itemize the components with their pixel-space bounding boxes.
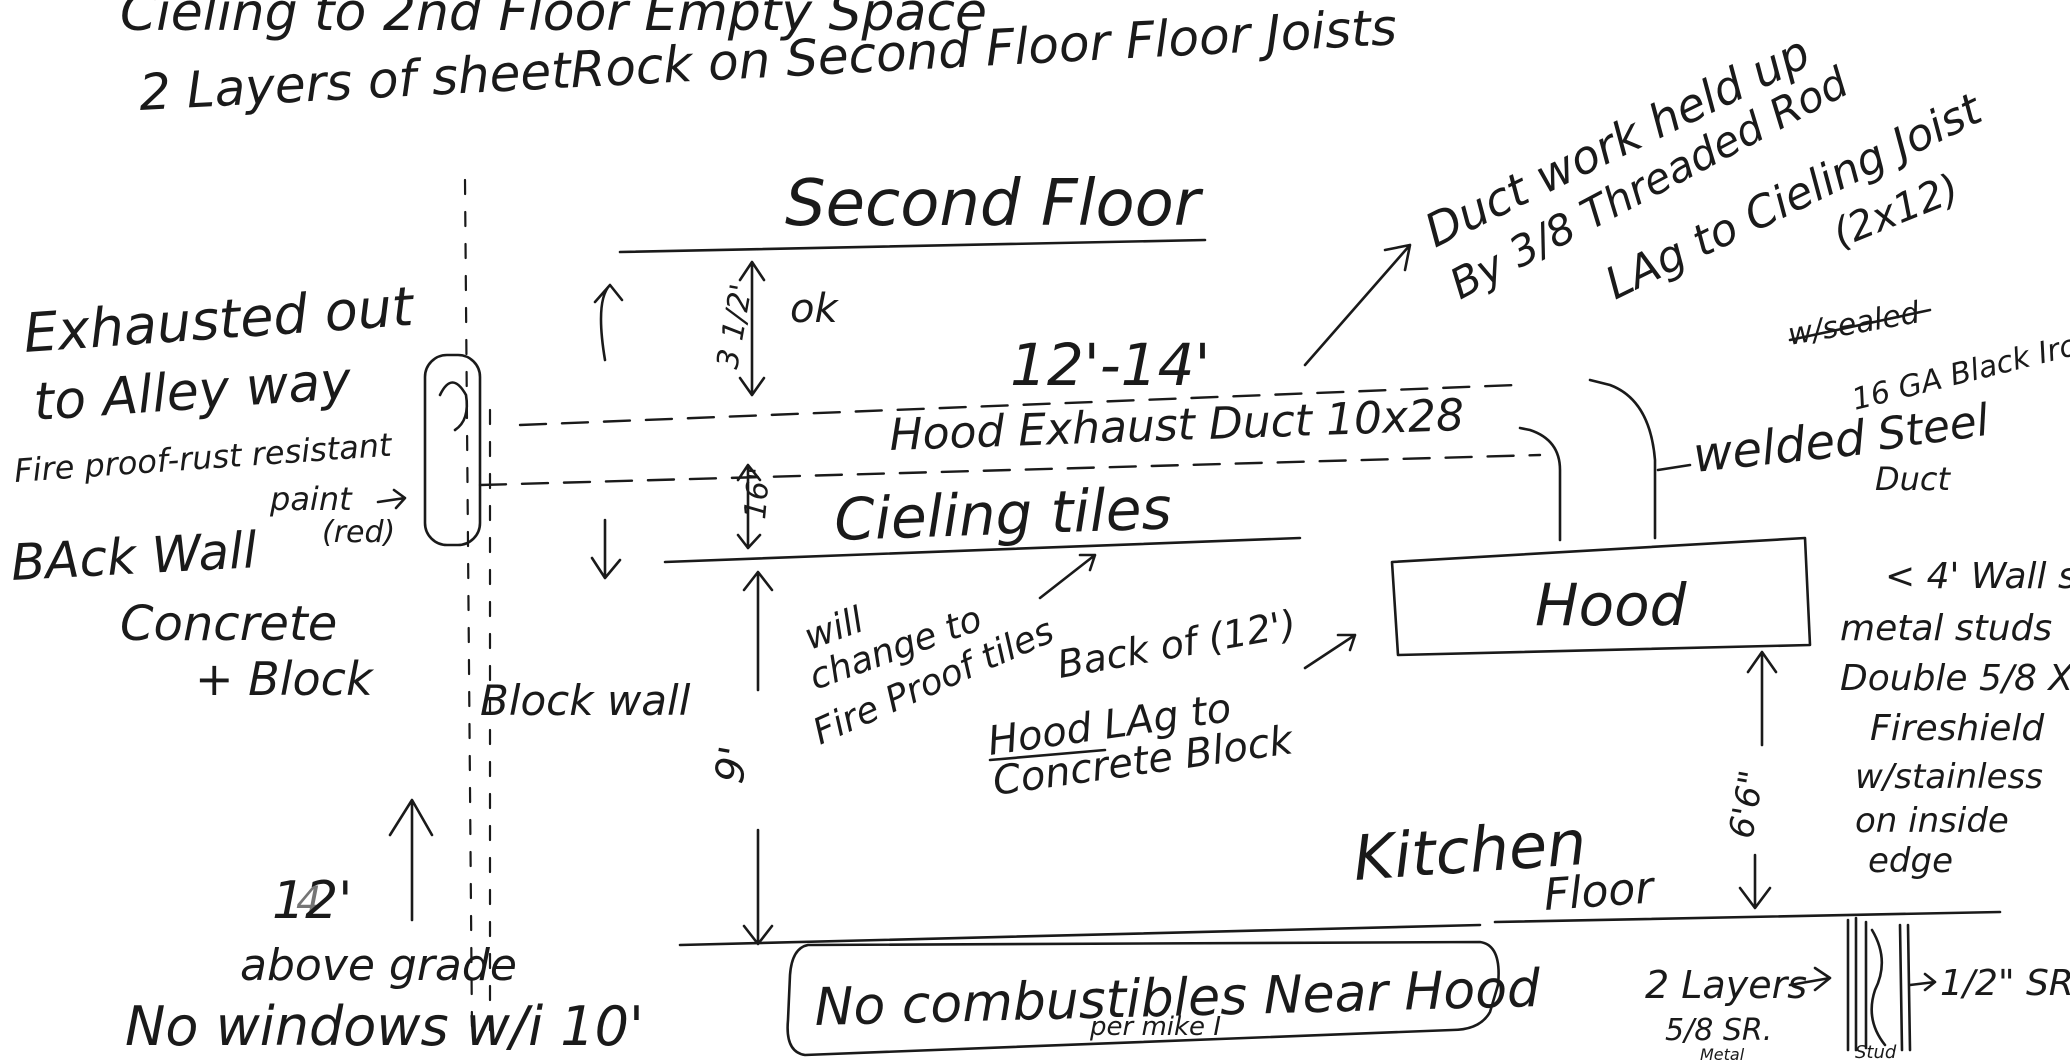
- note-exhausted-out: Exhausted out: [22, 275, 417, 365]
- back-of-hood-underline: [988, 748, 1107, 762]
- left-span-arrow: [590, 283, 624, 580]
- note-back-wall: BAck Wall: [10, 521, 259, 592]
- half-sr-label: 1/2" SR.: [1940, 963, 2070, 1004]
- hood-box: [1390, 536, 1812, 657]
- no-combustibles-box: [786, 940, 1500, 1057]
- half-sr-arrow: [1908, 972, 1937, 992]
- floor-label: Floor: [1542, 862, 1658, 921]
- second-floor-label: Second Floor: [785, 167, 1204, 241]
- wall-section: [1846, 916, 1912, 1052]
- gap-low-value: 9': [707, 743, 759, 787]
- height-value-struck: 4: [296, 879, 321, 925]
- hood-gap-value: 6'6": [1721, 767, 1772, 841]
- wall-note-1: < 4' Wall side: [1885, 556, 2070, 597]
- metal-label: Metal: [1700, 1045, 1745, 1062]
- welded-leader: [1656, 463, 1692, 472]
- stud-label: Stud: [1855, 1042, 1897, 1062]
- above-grade: above grade: [240, 940, 517, 991]
- note-block: + Block: [195, 652, 375, 706]
- gap-low-arrow: [742, 570, 774, 946]
- back-wall-line: [463, 178, 474, 1032]
- second-floor-line: [618, 238, 1207, 254]
- five-eighths-label: 5/8 SR.: [1665, 1013, 1772, 1048]
- no-windows: No windows w/i 10': [125, 995, 644, 1058]
- duct-bottom-line: [478, 453, 1542, 487]
- gap-top-ok: ok: [790, 286, 839, 332]
- kitchen-floor-line-right: [1493, 910, 2002, 924]
- back-of-hood-arrow: [1303, 633, 1357, 670]
- kitchen-label: Kitchen: [1351, 806, 1589, 895]
- paint-arrow: [376, 488, 407, 510]
- height-range: 12'-14': [1010, 331, 1210, 399]
- steel-note-3: Duct: [1875, 460, 1952, 498]
- hood-label: Hood: [1535, 571, 1688, 639]
- will-change-arrow: [1038, 553, 1097, 600]
- wall-note-3: Double 5/8 X: [1840, 658, 2070, 699]
- hood-gap-arrow: [1738, 650, 1778, 910]
- ceiling-tiles-label: Cieling tiles: [833, 474, 1173, 554]
- wall-note-5: w/stainless: [1855, 757, 2043, 797]
- duct-label: Hood Exhaust Duct 10x28: [889, 390, 1465, 461]
- height-value: 12': [272, 871, 352, 931]
- exhaust-outlet: [423, 353, 482, 547]
- note-fireproof-paint-2: paint: [269, 480, 353, 518]
- note-fireproof-paint-3: (red): [322, 515, 395, 550]
- ceiling-line: [663, 536, 1302, 564]
- wall-note-4: Fireshield: [1870, 708, 2045, 749]
- wall-note-7: edge: [1868, 841, 1953, 881]
- duct-note-arrow: [1303, 243, 1412, 367]
- note-concrete: Concrete: [120, 596, 337, 652]
- note-ceiling-to-second-floor: Cieling to 2nd Floor Empty Space: [120, 0, 987, 43]
- welded-label: welded: [1690, 410, 1868, 484]
- exhaust-outlet-bend: [438, 381, 469, 432]
- steel-note-strike: [1788, 308, 1932, 342]
- gap-mid-value: 16": [738, 466, 777, 521]
- block-wall-label: Block wall: [480, 676, 691, 725]
- two-layers-arrow: [1788, 966, 1832, 992]
- wall-note-6: on inside: [1855, 801, 2009, 841]
- back-of-hood-1: Back of (12'): [1054, 602, 1299, 687]
- two-layers-label: 2 Layers: [1645, 963, 1807, 1007]
- gap-top-arrow: [738, 260, 766, 397]
- gap-mid-arrow: [736, 463, 762, 550]
- per-mike-label: per mike I: [1089, 1012, 1221, 1042]
- duct-elbow: [1518, 378, 1657, 542]
- steel-note-struck: w/sealed: [1785, 295, 1923, 353]
- note-to-alley-way: to Alley way: [32, 351, 354, 433]
- kitchen-floor-line-left: [678, 923, 1482, 947]
- height-arrow: [388, 798, 434, 922]
- wall-section-stud: [1870, 928, 1887, 1047]
- wall-note-2: metal studs: [1840, 608, 2052, 649]
